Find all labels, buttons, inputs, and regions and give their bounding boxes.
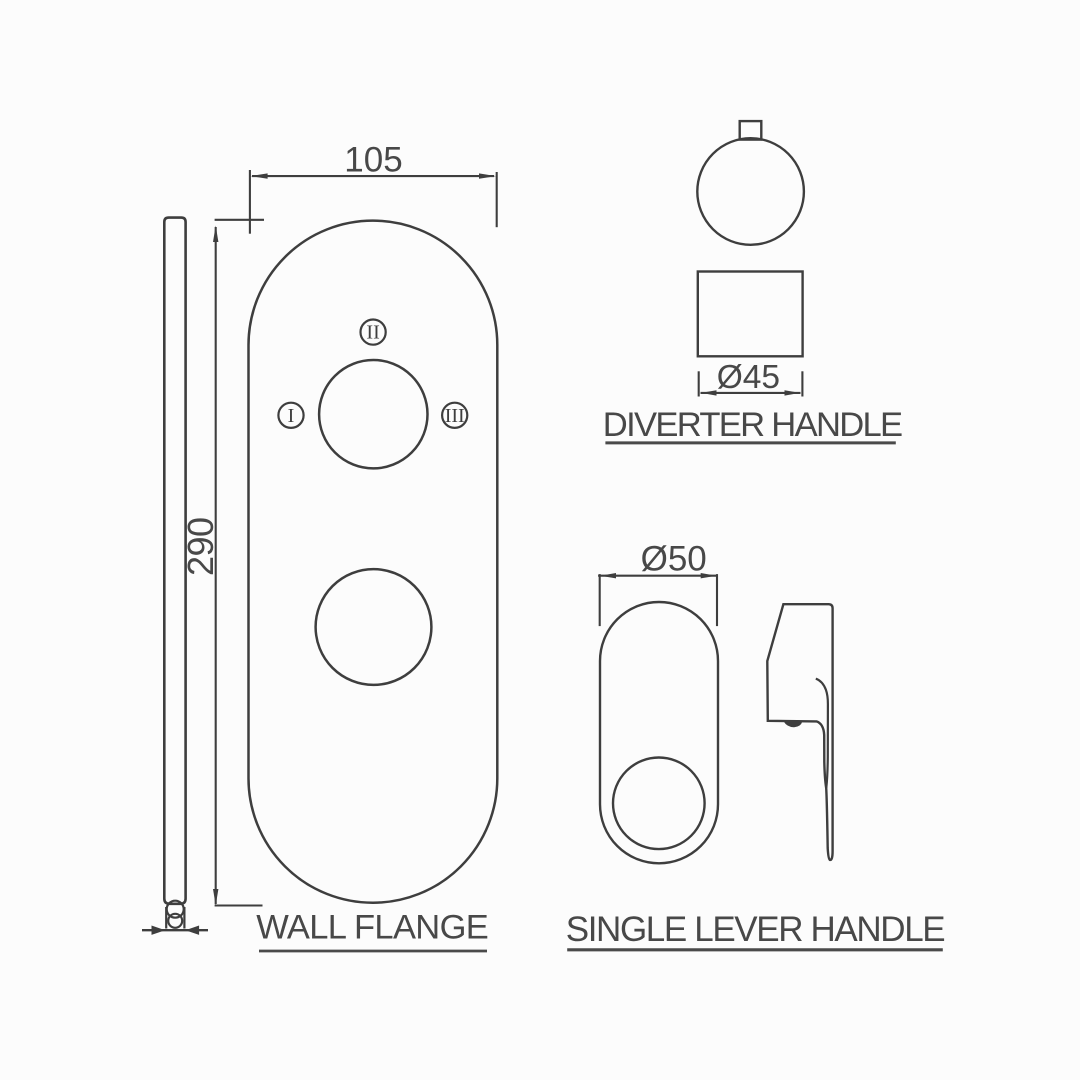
svg-text:290: 290 (180, 517, 221, 576)
svg-text:I: I (288, 405, 295, 427)
svg-text:Ø50: Ø50 (641, 540, 707, 579)
svg-text:II: II (366, 322, 379, 344)
svg-text:Ø45: Ø45 (717, 359, 780, 396)
svg-text:DIVERTER HANDLE: DIVERTER HANDLE (603, 406, 902, 444)
svg-text:SINGLE LEVER HANDLE: SINGLE LEVER HANDLE (566, 910, 945, 949)
svg-text:III: III (445, 405, 465, 427)
svg-text:105: 105 (344, 141, 402, 180)
svg-text:WALL FLANGE: WALL FLANGE (256, 909, 488, 947)
